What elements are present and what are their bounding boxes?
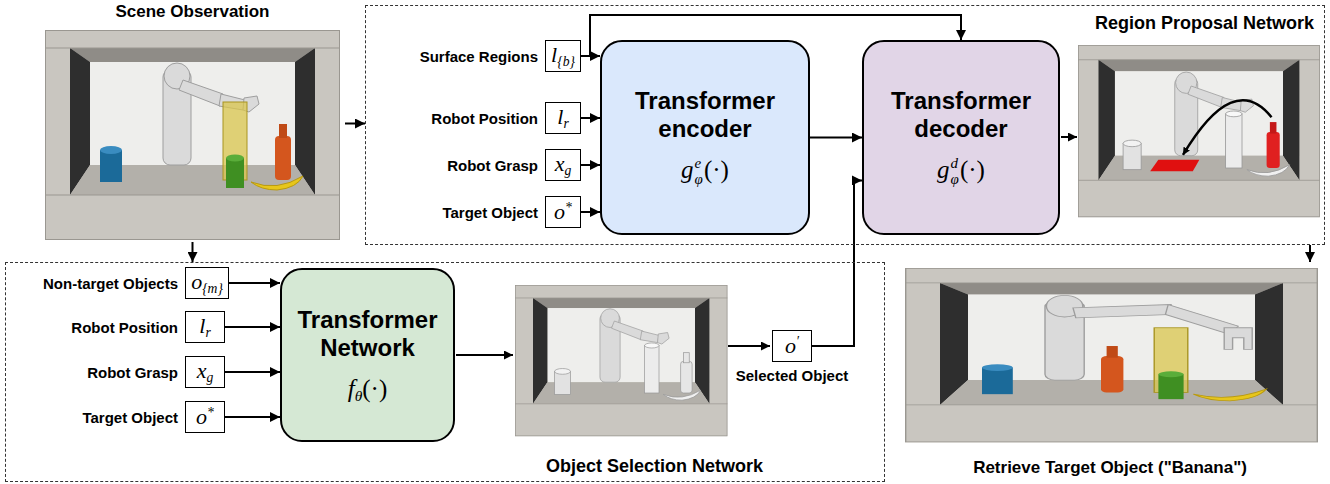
math-subscript: r bbox=[205, 325, 210, 340]
flow-arrow bbox=[456, 354, 513, 356]
connector-arrow bbox=[192, 242, 194, 262]
input-box: Robot Graspxg bbox=[545, 149, 581, 181]
math-symbol: g bbox=[681, 156, 694, 183]
math-superscript: e bbox=[695, 156, 703, 172]
math-subscript: g bbox=[564, 163, 571, 178]
input-box: Non-target Objectso{m} bbox=[185, 267, 229, 299]
math-subscript: φ bbox=[695, 172, 703, 188]
output-box: Selected Objecto′ bbox=[772, 330, 812, 362]
math-script-stack: dφ bbox=[951, 156, 959, 188]
output-label: Selected Object bbox=[736, 367, 849, 384]
math-superscript: d bbox=[951, 156, 959, 172]
math-superscript: * bbox=[207, 405, 214, 420]
math-formula: xg bbox=[197, 360, 214, 385]
math-symbol: o bbox=[191, 269, 202, 294]
connector-arrow bbox=[812, 180, 862, 346]
math-symbol: l bbox=[199, 313, 205, 338]
flow-arrow bbox=[728, 345, 770, 347]
input-label: Surface Regions bbox=[420, 48, 538, 65]
connector-arrow bbox=[345, 123, 365, 125]
math-formula: fθ(·) bbox=[348, 376, 388, 404]
connector-arrow bbox=[1309, 245, 1311, 262]
math-formula: l{b} bbox=[551, 44, 575, 69]
math-formula: o* bbox=[554, 201, 572, 224]
transformer-box: Transformer decoder gdφ(·) bbox=[862, 40, 1060, 235]
input-label: Robot Grasp bbox=[87, 364, 178, 381]
math-argument: (·) bbox=[960, 156, 985, 183]
connector-arrow bbox=[225, 326, 280, 328]
math-symbol: o bbox=[554, 199, 565, 224]
input-label: Robot Grasp bbox=[447, 157, 538, 174]
math-subscript: {m} bbox=[202, 281, 223, 296]
math-formula: o′ bbox=[785, 335, 799, 358]
input-label: Target Object bbox=[82, 409, 178, 426]
input-box: Robot Positionlr bbox=[545, 102, 581, 134]
panel-heading: Region Proposal Network bbox=[1095, 13, 1314, 34]
math-argument: (·) bbox=[362, 375, 387, 402]
connector-arrow bbox=[581, 211, 600, 213]
input-label: Robot Position bbox=[71, 319, 178, 336]
result-panel: Retrieve Target Object ("Banana") bbox=[895, 262, 1325, 482]
input-box: Robot Positionlr bbox=[185, 311, 225, 343]
input-box: Surface Regionsl{b} bbox=[545, 40, 581, 72]
module-region: Region Proposal NetworkSurface Regionsl{… bbox=[365, 5, 1325, 245]
math-symbol: f bbox=[348, 375, 355, 402]
math-subscript: {b} bbox=[557, 54, 575, 69]
connector-arrow bbox=[225, 416, 280, 418]
math-formula: lr bbox=[199, 315, 210, 340]
math-subscript: θ bbox=[355, 387, 363, 404]
math-formula: geφ(·) bbox=[681, 156, 729, 188]
panel-heading: Retrieve Target Object ("Banana") bbox=[895, 458, 1325, 478]
selection-illustration bbox=[515, 285, 727, 436]
region-output-illustration bbox=[1078, 45, 1320, 217]
connector-arrow bbox=[581, 164, 600, 166]
math-symbol: l bbox=[557, 104, 563, 129]
connector-arrow bbox=[581, 117, 600, 119]
panel-heading: Object Selection Network bbox=[546, 456, 763, 477]
transformer-box: Transformer Network fθ(·) bbox=[280, 268, 455, 442]
math-formula: o* bbox=[196, 406, 214, 429]
math-symbol: o bbox=[196, 404, 207, 429]
math-argument: (·) bbox=[704, 156, 729, 183]
connector-arrow bbox=[810, 137, 862, 139]
transformer-box: Transformer encoder geφ(·) bbox=[600, 40, 810, 235]
block-title: Transformer Network bbox=[290, 306, 445, 361]
flow-arrow bbox=[1061, 136, 1077, 138]
input-label: Target Object bbox=[442, 204, 538, 221]
module-region: Object Selection Network Non-target Objec… bbox=[5, 262, 885, 482]
math-symbol: x bbox=[555, 151, 565, 176]
input-box: Robot Graspxg bbox=[185, 356, 225, 388]
math-symbol: o bbox=[785, 333, 796, 358]
math-superscript: * bbox=[565, 200, 572, 215]
scene-panel: Scene Observation bbox=[40, 2, 345, 242]
block-title: Transformer decoder bbox=[872, 87, 1050, 142]
input-box: Target Objecto* bbox=[545, 196, 581, 228]
math-subscript: r bbox=[563, 116, 568, 131]
math-subscript: g bbox=[206, 370, 213, 385]
input-box: Target Objecto* bbox=[185, 401, 225, 433]
math-superscript: ′ bbox=[796, 334, 799, 349]
math-formula: o{m} bbox=[191, 271, 223, 296]
math-subscript: φ bbox=[951, 172, 959, 188]
retrieval-illustration bbox=[905, 268, 1318, 442]
connector-arrow bbox=[229, 282, 280, 284]
scene-illustration bbox=[45, 30, 340, 240]
math-symbol: g bbox=[937, 156, 950, 183]
input-label: Non-target Objects bbox=[43, 275, 178, 292]
math-formula: xg bbox=[555, 153, 572, 178]
math-formula: lr bbox=[557, 106, 568, 131]
panel-heading: Scene Observation bbox=[40, 2, 345, 22]
block-title: Transformer encoder bbox=[610, 87, 800, 142]
connector-arrow bbox=[225, 371, 280, 373]
math-formula: gdφ(·) bbox=[937, 156, 985, 188]
math-symbol: l bbox=[551, 42, 557, 67]
math-symbol: x bbox=[197, 358, 207, 383]
math-script-stack: eφ bbox=[695, 156, 703, 188]
input-label: Robot Position bbox=[431, 110, 538, 127]
